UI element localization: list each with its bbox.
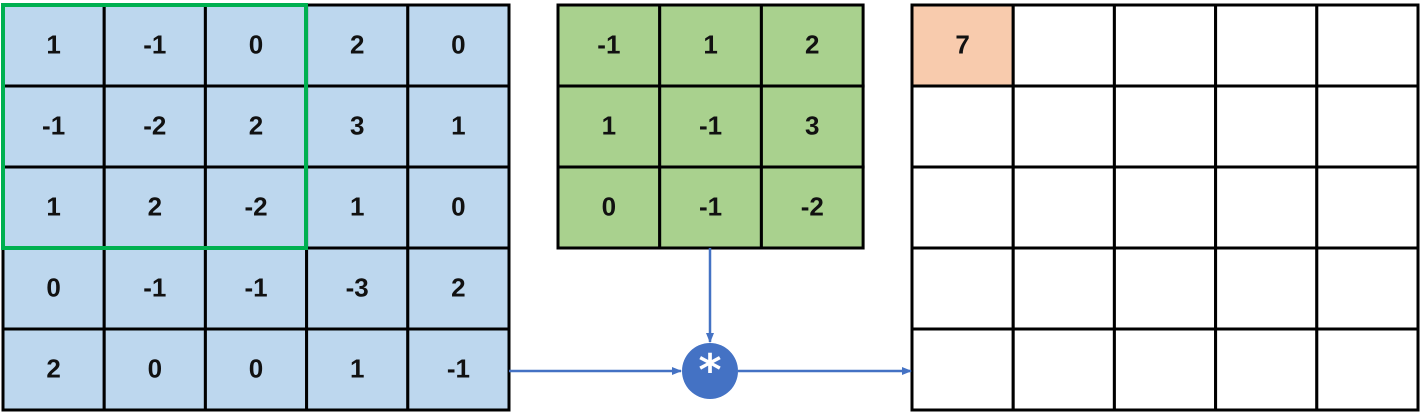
input-cell-r3-c4 [406,246,511,331]
output-cell-r4-c0 [910,327,1015,412]
kernel-value-r2-c1: -1 [699,191,722,221]
input-value-r0-c0: 1 [46,29,60,59]
input-value-r1-c0: -1 [42,110,65,140]
input-cell-r4-c0 [1,327,106,412]
output-cell-r1-c1 [1011,84,1116,169]
output-cell-r2-c3 [1214,165,1319,250]
output-cell-r0-c2 [1112,3,1218,88]
kernel-cell-r1-c2 [759,84,865,169]
input-value-r2-c4: 0 [451,191,465,221]
input-value-r4-c4: -1 [447,353,470,383]
input-value-r3-c0: 0 [46,272,60,302]
output-cell-r2-c4 [1315,165,1420,250]
operator-circle [682,343,738,399]
input-value-r4-c0: 2 [46,353,60,383]
input-value-r0-c3: 2 [350,29,364,59]
input-value-r2-c3: 1 [350,191,364,221]
input-cell-r4-c4 [406,327,511,412]
output-cell-r1-c4 [1315,84,1420,169]
kernel-value-r1-c2: 3 [805,110,819,140]
input-value-r1-c4: 1 [451,110,465,140]
input-value-r1-c2: 2 [249,110,263,140]
operator-symbol: * [698,345,721,396]
output-value-r0-c0: 7 [955,29,969,59]
kernel-value-r1-c0: 1 [602,110,616,140]
kernel-cell-r2-c2 [759,165,865,250]
output-cell-r1-c0 [910,84,1015,169]
output-cell-r0-c3 [1214,3,1319,88]
output-cell-r4-c2 [1112,327,1218,412]
kernel-window-highlight [1,3,308,250]
input-value-r2-c0: 1 [46,191,60,221]
output-cell-r0-c1 [1011,3,1116,88]
kernel-value-r0-c2: 2 [805,29,819,59]
output-cell-r3-c0 [910,246,1015,331]
convolution-operator: * [682,343,738,399]
input-cell-r3-c3 [305,246,410,331]
kernel-value-r0-c0: -1 [597,29,620,59]
output-cell-r3-c2 [1112,246,1218,331]
input-matrix: 1 -1 0 2 0 -1 -2 2 3 1 1 2 -2 1 0 0 -1 -1 -3 2 2 0 0 1 -1 [1,3,511,412]
input-cell-r1-c2 [203,84,309,169]
input-value-r4-c2: 0 [249,353,263,383]
output-cell-r2-c0 [910,165,1015,250]
input-cell-r4-c1 [102,327,207,412]
output-cell-r2-c2 [1112,165,1218,250]
input-value-r2-c2: -2 [244,191,267,221]
input-value-r3-c2: -1 [244,272,267,302]
kernel-value-r1-c1: -1 [699,110,722,140]
input-value-r3-c4: 2 [451,272,465,302]
input-cell-r3-c1 [102,246,207,331]
input-cell-r4-c2 [203,327,309,412]
output-cell-r3-c1 [1011,246,1116,331]
output-cell-r2-c1 [1011,165,1116,250]
input-value-r4-c3: 1 [350,353,364,383]
kernel-value-r2-c0: 0 [602,191,616,221]
input-value-r0-c4: 0 [451,29,465,59]
kernel-matrix: -1 1 2 1 -1 3 0 -1 -2 [556,3,865,250]
input-value-r4-c1: 0 [148,353,162,383]
output-cell-r4-c4 [1315,327,1420,412]
input-cell-r2-c1 [102,165,207,250]
input-value-r0-c1: -1 [143,29,166,59]
input-value-r1-c3: 3 [350,110,364,140]
input-value-r0-c2: 0 [249,29,263,59]
output-cell-r1-c3 [1214,84,1319,169]
kernel-value-r0-c1: 1 [703,29,717,59]
input-cell-r1-c4 [406,84,511,169]
output-cell-r1-c2 [1112,84,1218,169]
input-value-r3-c3: -3 [346,272,369,302]
output-cell-r0-c4 [1315,3,1420,88]
input-cell-r2-c3 [305,165,410,250]
output-cell-r3-c4 [1315,246,1420,331]
input-cell-r3-c0 [1,246,106,331]
kernel-cell-r1-c0 [556,84,662,169]
input-value-r2-c1: 2 [148,191,162,221]
input-value-r1-c1: -2 [143,110,166,140]
output-matrix: 7 [910,3,1420,412]
kernel-value-r2-c2: -2 [801,191,824,221]
output-cell-r4-c1 [1011,327,1116,412]
kernel-cell-r0-c1 [658,3,763,88]
output-cell-r4-c3 [1214,327,1319,412]
output-cell-r3-c3 [1214,246,1319,331]
input-value-r3-c1: -1 [143,272,166,302]
